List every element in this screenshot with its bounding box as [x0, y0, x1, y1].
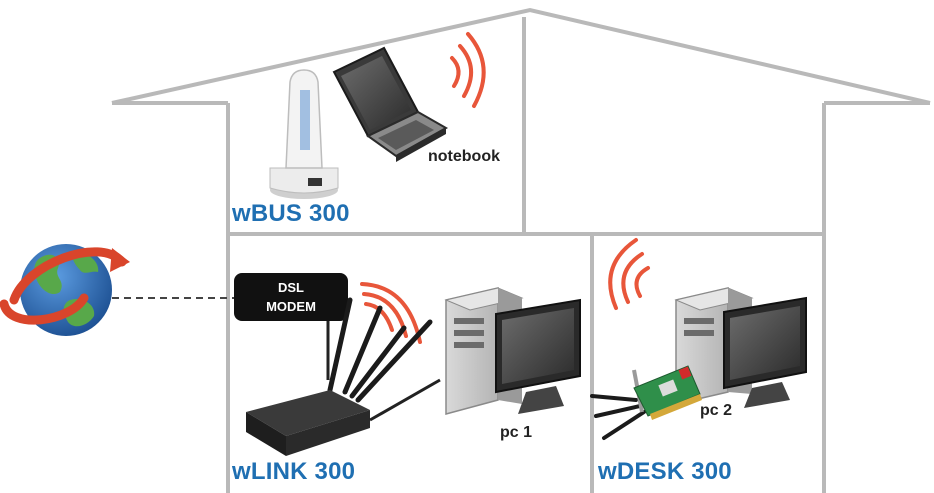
globe-icon: [0, 244, 130, 336]
modem-label-line2: MODEM: [266, 299, 316, 314]
wlink-300-label: wLINK 300: [232, 458, 356, 485]
house-outline: [111, 7, 931, 493]
wifi-waves-icon: [608, 238, 650, 310]
notebook-icon: [332, 46, 449, 162]
desktop-pc-icon: [444, 287, 581, 415]
wifi-waves-icon: [450, 32, 486, 108]
wbus-300-label: wBUS 300: [232, 200, 350, 227]
pc2-label: pc 2: [700, 402, 733, 419]
dsl-modem-icon: DSL MODEM: [234, 273, 348, 380]
notebook-label: notebook: [428, 148, 500, 165]
modem-label-line1: DSL: [278, 280, 304, 295]
desktop-pc-icon: [674, 287, 807, 408]
pc1-label: pc 1: [500, 424, 533, 441]
router-icon: [246, 297, 441, 456]
pci-card-icon: [590, 365, 702, 440]
wdesk-300-label: wDESK 300: [598, 458, 732, 485]
usb-adapter-icon: [269, 69, 339, 199]
